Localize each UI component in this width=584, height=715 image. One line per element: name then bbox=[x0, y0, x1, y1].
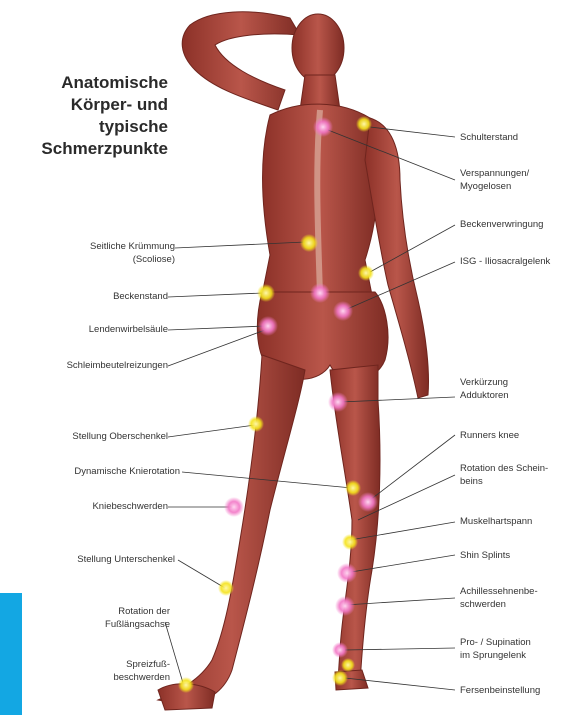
label-supination: Pro- / Supination im Sprungelenk bbox=[460, 636, 531, 662]
label-oberschenkel: Stellung Oberschenkel bbox=[10, 430, 168, 443]
title-line: typische bbox=[18, 116, 168, 138]
label-runners-knee: Runners knee bbox=[460, 429, 519, 442]
marker-kniebeschwerden bbox=[224, 497, 244, 517]
label-shin-splints: Shin Splints bbox=[460, 549, 510, 562]
label-unterschenkel: Stellung Unterschenkel bbox=[10, 553, 175, 566]
label-line: Adduktoren bbox=[460, 389, 509, 402]
label-muskelhartspann: Muskelhartspann bbox=[460, 515, 532, 528]
label-fersenbein: Fersenbeinstellung bbox=[460, 684, 540, 697]
label-knierotation: Dynamische Knierotation bbox=[10, 465, 180, 478]
marker-beckenstand bbox=[257, 284, 275, 302]
title-line: Schmerzpunkte bbox=[18, 138, 168, 160]
marker-isg bbox=[333, 301, 353, 321]
label-beckenstand: Beckenstand bbox=[40, 290, 168, 303]
label-schulterstand: Schulterstand bbox=[460, 131, 518, 144]
marker-achilles-low bbox=[332, 642, 348, 658]
label-beckenverwringung: Beckenverwringung bbox=[460, 218, 543, 231]
label-line: beins bbox=[460, 475, 548, 488]
marker-beckenverwringung bbox=[358, 265, 374, 281]
marker-adduktoren bbox=[328, 392, 348, 412]
marker-knierotation bbox=[345, 480, 361, 496]
human-figure bbox=[158, 12, 429, 710]
left-leg bbox=[158, 355, 305, 705]
marker-achilles bbox=[335, 596, 355, 616]
label-line: Spreizfuß- bbox=[50, 658, 170, 671]
marker-schleimbeutel bbox=[258, 316, 278, 336]
marker-lendenwirbel bbox=[310, 283, 330, 303]
marker-muskelhartspann bbox=[342, 534, 358, 550]
label-line: Myogelosen bbox=[460, 180, 529, 193]
marker-shin bbox=[337, 563, 357, 583]
label-kniebeschwerden: Kniebeschwerden bbox=[10, 500, 168, 513]
label-line: im Sprungelenk bbox=[460, 649, 531, 662]
label-schienbein: Rotation des Schein- beins bbox=[460, 462, 548, 488]
marker-unterschenkel bbox=[218, 580, 234, 596]
label-line: Verspannungen/ bbox=[460, 167, 529, 180]
label-line: Rotation des Schein- bbox=[460, 462, 548, 475]
marker-supination bbox=[341, 658, 355, 672]
label-line: Seitliche Krümmung bbox=[40, 240, 175, 253]
label-achilles: Achillessehnenbe- schwerden bbox=[460, 585, 538, 611]
label-isg: ISG - Iliosacralgelenk bbox=[460, 255, 550, 268]
label-fusslaengsachse: Rotation der Fußlängsachse bbox=[50, 605, 170, 631]
label-adduktoren: Verkürzung Adduktoren bbox=[460, 376, 509, 402]
title-line: Anatomische bbox=[18, 72, 168, 94]
label-schleimbeutel: Schleimbeutelreizungen bbox=[10, 359, 168, 372]
left-arm-raised bbox=[182, 12, 300, 110]
label-line: Pro- / Supination bbox=[460, 636, 531, 649]
label-lendenwirbelsaeule: Lendenwirbelsäule bbox=[30, 323, 168, 336]
marker-verspannungen bbox=[313, 117, 333, 137]
head bbox=[292, 14, 344, 82]
label-line: beschwerden bbox=[50, 671, 170, 684]
label-line: Verkürzung bbox=[460, 376, 509, 389]
marker-spreizfuss bbox=[178, 677, 194, 693]
marker-scoliose bbox=[300, 234, 318, 252]
label-line: schwerden bbox=[460, 598, 538, 611]
marker-runners bbox=[358, 492, 378, 512]
spine bbox=[317, 110, 320, 295]
page-title: Anatomische Körper- und typische Schmerz… bbox=[18, 72, 168, 160]
label-spreizfuss: Spreizfuß- beschwerden bbox=[50, 658, 170, 684]
label-scoliose: Seitliche Krümmung (Scoliose) bbox=[40, 240, 175, 266]
marker-fersenbein bbox=[332, 670, 348, 686]
label-line: Fußlängsachse bbox=[50, 618, 170, 631]
marker-oberschenkel bbox=[248, 416, 264, 432]
label-line: Achillessehnenbe- bbox=[460, 585, 538, 598]
label-line: (Scoliose) bbox=[40, 253, 175, 266]
marker-schulterstand bbox=[356, 116, 372, 132]
label-verspannungen: Verspannungen/ Myogelosen bbox=[460, 167, 529, 193]
title-line: Körper- und bbox=[18, 94, 168, 116]
right-leg bbox=[330, 365, 380, 684]
label-line: Rotation der bbox=[50, 605, 170, 618]
